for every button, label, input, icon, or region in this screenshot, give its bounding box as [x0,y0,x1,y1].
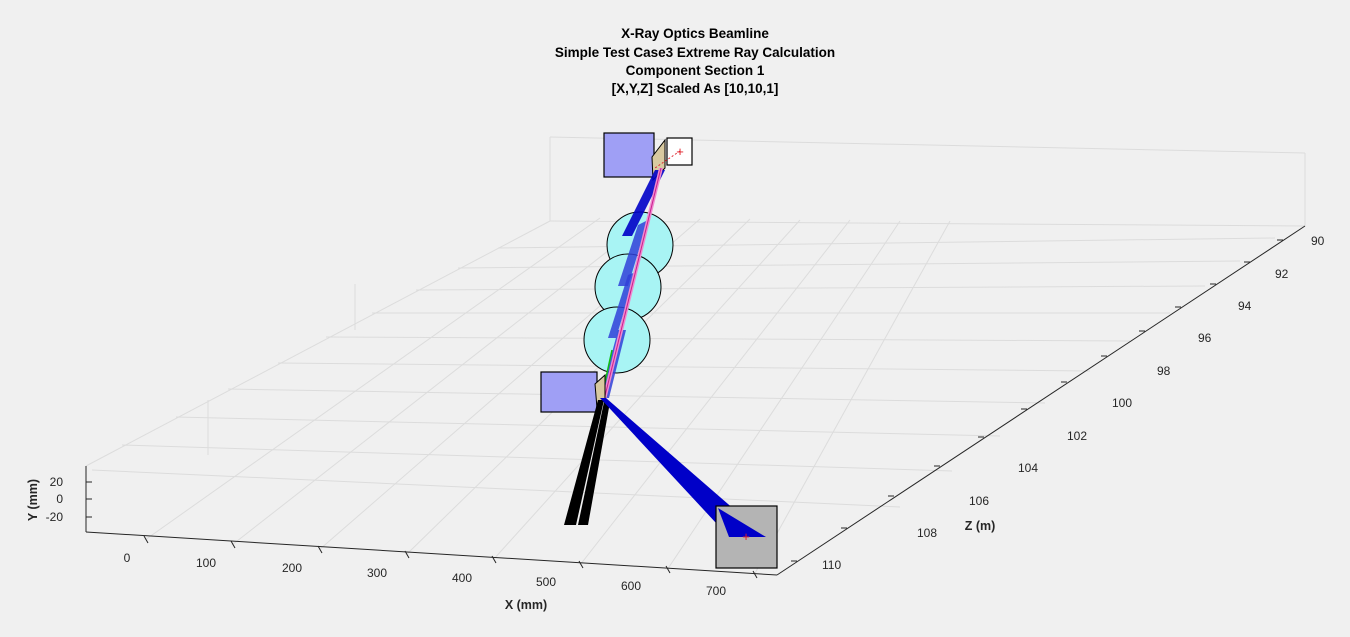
y-tick-label: 20 [50,475,64,489]
x-tick-label: 500 [536,575,556,589]
z-tick-label: 100 [1112,396,1132,410]
y-axis-tick-labels: 20 0 -20 [46,475,64,524]
x-tick-label: 600 [621,579,641,593]
z-tick-label: 104 [1018,461,1038,475]
x-tick-label: 700 [706,584,726,598]
x-tick-label: 0 [124,551,131,565]
z-tick-label: 90 [1311,234,1325,248]
source-marker: + [676,144,684,159]
dark-rays [564,400,610,525]
z-tick-label: 108 [917,526,937,540]
z-tick-label: 106 [969,494,989,508]
beam-envelope [600,167,665,401]
x-tick-label: 200 [282,561,302,575]
y-tick-label: -20 [46,510,64,524]
z-axis-tick-labels: 90 92 94 96 98 100 102 104 106 108 110 [822,234,1325,572]
x-axis-tick-labels: 0 100 200 300 400 500 600 700 [124,551,727,598]
x-axis-label: X (mm) [505,598,547,612]
plot-title-line-2: Simple Test Case3 Extreme Ray Calculatio… [554,45,836,60]
z-tick-label: 96 [1198,331,1212,345]
grid-lines [85,136,1306,576]
z-axis-ticks [791,239,1283,562]
plot-title-line-4: [X,Y,Z] Scaled As [10,10,1] [611,81,779,96]
z-tick-label: 92 [1275,267,1289,281]
x-tick-label: 400 [452,571,472,585]
y-axis-label: Y (mm) [26,479,40,521]
y-tick-label: 0 [56,492,63,506]
x-tick-label: 300 [367,566,387,580]
plot-title-line-1: X-Ray Optics Beamline [621,26,769,41]
z-tick-label: 102 [1067,429,1087,443]
detector-marker: + [742,529,750,544]
detector: + [715,505,778,569]
z-tick-label: 94 [1238,299,1252,313]
plot-title-line-3: Component Section 1 [625,63,765,78]
lower-aperture [540,371,606,413]
source-aperture [603,132,655,178]
z-axis-label: Z (m) [965,519,996,533]
x-tick-label: 100 [196,556,216,570]
x-axis-ticks [143,535,758,579]
z-tick-label: 110 [822,558,841,572]
source-assembly: + [603,132,693,182]
y-axis-ticks [86,481,92,518]
z-tick-label: 98 [1157,364,1171,378]
deflected-beam [600,398,766,537]
